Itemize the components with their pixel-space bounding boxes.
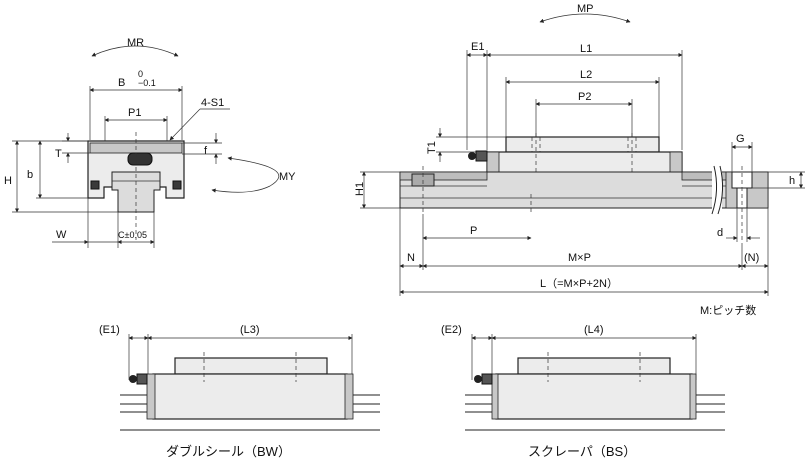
t1-label: T1	[426, 141, 438, 154]
rail-top-left	[399, 171, 488, 181]
p-label: P	[470, 225, 477, 237]
double-seal-view: (E1) (L3) ダブルシール（BW）	[99, 324, 380, 459]
h-label: H	[4, 175, 12, 187]
g-label: G	[736, 133, 745, 145]
grease-nipple-body	[475, 150, 488, 162]
d-label: d	[717, 227, 723, 239]
ball-right	[172, 180, 182, 190]
l4-paren-label: (L4)	[584, 324, 604, 336]
scraper-br-left	[491, 373, 499, 420]
ball-left	[90, 180, 100, 190]
side-view: MP E1 L1 L2 P2 T1	[354, 3, 805, 317]
l1-label: L1	[580, 43, 592, 55]
scraper-view: (E2) (L4) スクレーパ（BS）	[441, 324, 725, 459]
t-label: T	[55, 148, 62, 160]
mr-label: MR	[127, 37, 144, 49]
caption-double-seal: ダブルシール（BW）	[166, 444, 291, 459]
block-body-br	[495, 373, 693, 420]
mxp-label: M×P	[568, 252, 591, 264]
break-line-1	[711, 165, 718, 215]
b-tol-upper: 0	[138, 69, 143, 79]
b-label: B	[118, 77, 125, 89]
mp-label: MP	[577, 3, 594, 15]
block-top-bl	[174, 357, 328, 375]
my-label: MY	[279, 171, 296, 183]
my-rotation-arrow	[211, 156, 280, 193]
mp-rotation-arrow	[539, 13, 631, 23]
n-paren-label: (N)	[744, 252, 759, 264]
s1-leader	[169, 108, 201, 141]
nipple-br	[481, 373, 493, 385]
p2-label: P2	[578, 91, 591, 103]
b-tol-lower: −0.1	[138, 78, 156, 88]
l2-label: L2	[580, 69, 592, 81]
seal-bl-left	[146, 373, 156, 420]
c-tol-label: C±0.05	[118, 230, 147, 240]
n-label: N	[407, 252, 415, 264]
nipple-tip-bl	[129, 375, 137, 383]
grease-nipple-front	[127, 152, 153, 166]
break-line-2	[717, 165, 724, 215]
s1-label: 4-S1	[201, 97, 224, 109]
block-top-br	[517, 357, 671, 375]
l3-paren-label: (L3)	[240, 324, 260, 336]
front-view: MR 0 B −0.1 P1 4-S1 T f	[4, 37, 296, 248]
mr-rotation-arrow	[91, 45, 179, 57]
b-small-label: b	[27, 169, 33, 181]
l-formula-label: L（=M×P+2N）	[540, 277, 618, 290]
p1-label: P1	[128, 107, 141, 119]
e1-paren-label: (E1)	[99, 324, 120, 336]
grease-nipple-tip	[468, 152, 476, 160]
w-label: W	[56, 229, 67, 241]
block-body-bl	[152, 373, 348, 420]
e2-paren-label: (E2)	[441, 324, 462, 336]
e1-label: E1	[471, 41, 484, 53]
pitch-note: M:ピッチ数	[700, 304, 756, 317]
nipple-bl	[136, 373, 148, 385]
seal-bl-right	[344, 373, 354, 420]
h-small-label: h	[789, 175, 795, 187]
nipple-tip-br	[474, 375, 482, 383]
scraper-br-right	[689, 373, 697, 420]
f-label: f	[204, 145, 208, 157]
caption-scraper: スクレーパ（BS）	[528, 444, 636, 459]
